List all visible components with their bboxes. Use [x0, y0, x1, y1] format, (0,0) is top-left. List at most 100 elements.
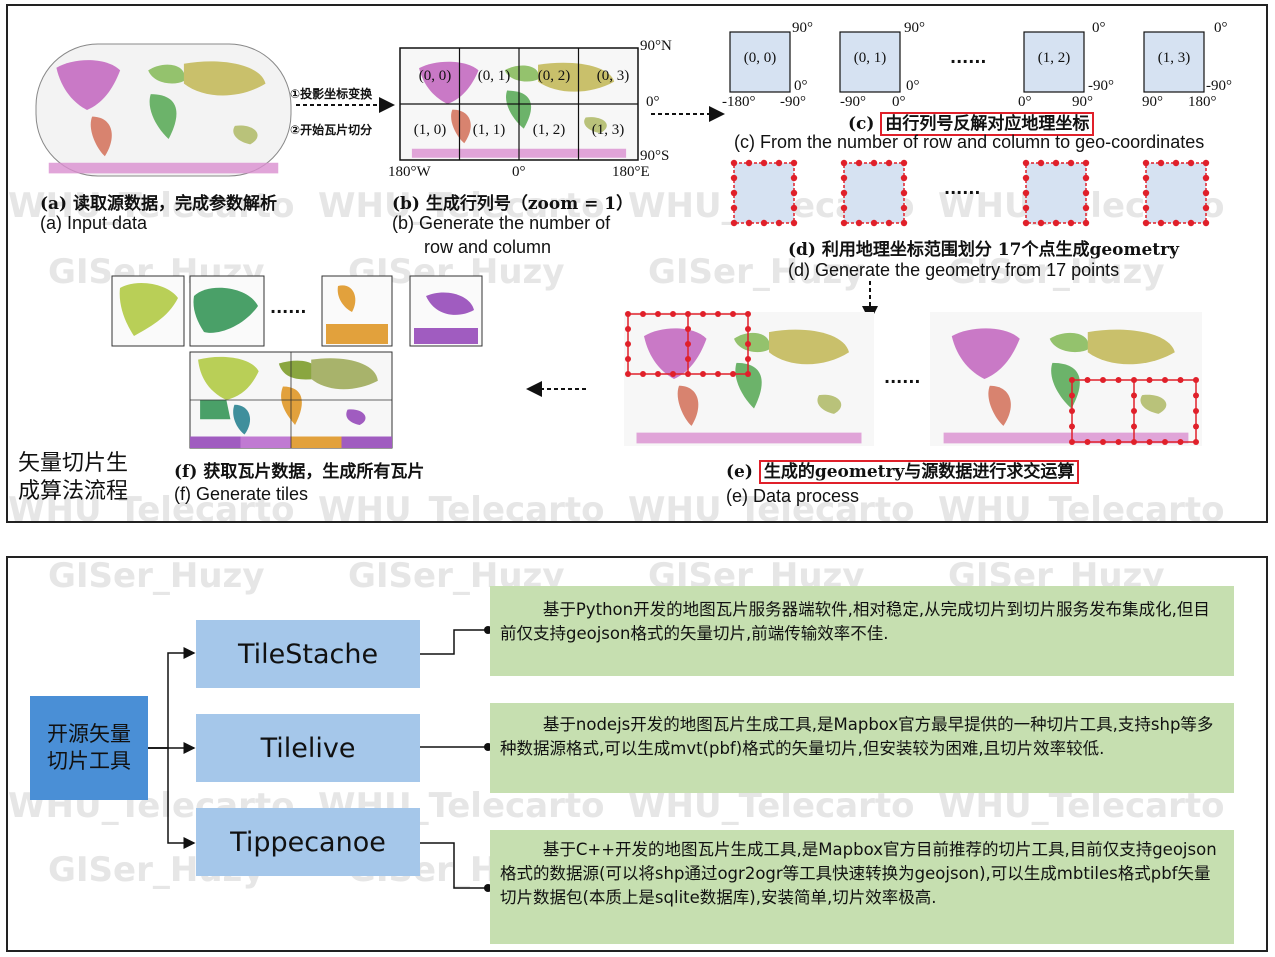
lat-label-top: 90°N: [640, 38, 672, 54]
grid-cell-label: (1, 0): [413, 122, 447, 138]
geo-tile-label: (0, 1): [853, 50, 887, 66]
step-b-en-2: row and column: [424, 237, 552, 257]
geo-tile-label: (1, 3): [1157, 50, 1191, 66]
geo-tile-label: (0, 0): [743, 50, 777, 66]
geo-tile-coord: -90°: [1088, 78, 1114, 94]
flow-title: 矢量切片生 成算法流程: [18, 450, 128, 506]
geometry-tile-4: [1146, 163, 1206, 223]
geo-tile-coord: 0°: [1092, 20, 1106, 36]
tool-description-tilelive: 基于nodejs开发的地图瓦片生成工具,是Mapbox官方最早提供的一种切片工具…: [490, 703, 1234, 793]
grid-cell-label: (0, 2): [537, 68, 571, 84]
geometry-tile-2: [844, 163, 904, 223]
step-d-cn: (d) 利用地理坐标范围划分 17个点生成geometry: [788, 240, 1179, 260]
open-source-tools-panel: GISer_Huzy GISer_Huzy GISer_Huzy GISer_H…: [6, 556, 1268, 952]
step-f-cn: (f) 获取瓦片数据，生成所有瓦片: [174, 462, 425, 482]
tool-description-text: 基于nodejs开发的地图瓦片生成工具,是Mapbox官方最早提供的一种切片工具…: [500, 715, 1214, 758]
geo-tile-label: (1, 2): [1037, 50, 1071, 66]
source-world-map: [35, 43, 292, 177]
tool-description-tilestache: 基于Python开发的地图瓦片服务器端软件,相对稳定,从完成切片到切片服务发布集…: [490, 586, 1234, 676]
geometry-tile-3: [1026, 163, 1086, 223]
geo-tile-coord: 0°: [794, 78, 808, 94]
step-a-cn: (a) 读取源数据，完成参数解析: [40, 194, 278, 214]
step-e-prefix: (e): [726, 462, 753, 482]
geo-tile-coord: -90°: [840, 94, 866, 110]
step-e-cn: (e) 生成的geometry与源数据进行求交运算: [726, 457, 1080, 484]
grid-cell-label: (1, 1): [472, 122, 506, 138]
lon-label-mid: 0°: [512, 164, 526, 180]
output-tile-4: [409, 275, 483, 347]
output-world-map: [189, 351, 393, 449]
lat-label-mid: 0°: [646, 94, 660, 110]
step-d-en: (d) Generate the geometry from 17 points: [788, 260, 1120, 280]
grid-cell-label: (0, 0): [418, 68, 452, 84]
step-c-en: (c) From the number of row and column to…: [734, 132, 1205, 152]
watermark: WHU_Telecarto: [938, 490, 1225, 523]
root-node-line-2: 切片工具: [47, 749, 131, 773]
geo-tile-1-2: [1023, 31, 1085, 93]
lon-label-left: 180°W: [388, 164, 431, 180]
tool-node-tippecanoe: Tippecanoe: [196, 808, 420, 876]
geo-tile-coord: 0°: [892, 94, 906, 110]
watermark: WHU_Telecarto: [628, 490, 915, 523]
output-tiles-ellipsis: ......: [270, 298, 307, 317]
tool-description-text: 基于C++开发的地图瓦片生成工具,是Mapbox官方目前推荐的切片工具,目前仅支…: [500, 840, 1217, 907]
geo-tile-coord: -90°: [1206, 78, 1232, 94]
arrow-ab-label-1: ①投影坐标变换: [290, 87, 373, 101]
geo-tile-0-0: [729, 31, 791, 93]
tool-node-tilelive: Tilelive: [196, 714, 420, 782]
geo-tile-coord: 90°: [904, 20, 925, 36]
step-c-prefix: (c): [848, 114, 875, 134]
grid-cell-label: (0, 1): [477, 68, 511, 84]
root-node: 开源矢量 切片工具: [30, 696, 148, 800]
geo-tile-coord: -90°: [780, 94, 806, 110]
flow-title-line-1: 矢量切片生: [18, 451, 129, 476]
geo-tile-coord: 90°: [792, 20, 813, 36]
grid-cell-label: (1, 3): [591, 122, 625, 138]
step-e-highlight: 生成的geometry与源数据进行求交运算: [758, 460, 1080, 484]
tool-node-tilestache: TileStache: [196, 620, 420, 688]
geo-tile-coord: 90°: [1072, 94, 1093, 110]
step-b-cn: (b) 生成行列号（zoom = 1）: [392, 194, 634, 214]
step-c-cn: (c) 由行列号反解对应地理坐标: [848, 109, 1095, 136]
watermark: GISer_Huzy: [948, 252, 1165, 292]
root-node-line-1: 开源矢量: [47, 722, 131, 746]
lat-label-bottom: 90°S: [640, 148, 670, 164]
geo-tile-coord: 0°: [906, 78, 920, 94]
geometry-ellipsis: ......: [944, 179, 981, 198]
watermark: WHU_Telecarto: [318, 186, 605, 226]
output-tile-3: [321, 275, 393, 347]
intersect-map-left: [624, 311, 874, 446]
tiles-ellipsis: ......: [950, 48, 987, 67]
grid-cell-label: (1, 2): [532, 122, 566, 138]
tool-description-text: 基于Python开发的地图瓦片服务器端软件,相对稳定,从完成切片到切片服务发布集…: [500, 600, 1210, 643]
output-tile-2: [189, 275, 265, 347]
tile-grid-map: [399, 47, 639, 161]
grid-cell-label: (0, 3): [596, 68, 630, 84]
watermark: WHU_Telecarto: [8, 490, 295, 523]
geo-tile-coord: 0°: [1018, 94, 1032, 110]
geo-tile-coord: -180°: [722, 94, 756, 110]
geometry-tile-1: [734, 163, 794, 223]
step-a-en: (a) Input data: [40, 213, 148, 233]
output-tile-1: [111, 275, 185, 347]
arrow-ab-label-2: ②开始瓦片切分: [290, 123, 373, 137]
step-f-en: (f) Generate tiles: [174, 484, 309, 504]
watermark: GISer_Huzy: [648, 252, 865, 292]
watermark: GISer_Huzy: [48, 556, 265, 596]
lon-label-right: 180°E: [612, 164, 650, 180]
step-c-highlight: 由行列号反解对应地理坐标: [880, 112, 1095, 136]
watermark: WHU_Telecarto: [318, 490, 605, 523]
geo-tile-coord: 90°: [1142, 94, 1163, 110]
algorithm-flow-panel: WHU_Telecarto WHU_Telecarto WHU_Telecart…: [6, 4, 1268, 523]
maps-ellipsis: ......: [884, 368, 921, 387]
geo-tile-coord: 0°: [1214, 20, 1228, 36]
step-e-en: (e) Data process: [726, 486, 860, 506]
geo-tile-coord: 180°: [1188, 94, 1217, 110]
geo-tile-1-3: [1143, 31, 1205, 93]
flow-graphics: [35, 31, 1210, 449]
flow-title-line-2: 成算法流程: [18, 479, 129, 504]
intersect-map-right: [930, 312, 1202, 446]
tool-description-tippecanoe: 基于C++开发的地图瓦片生成工具,是Mapbox官方目前推荐的切片工具,目前仅支…: [490, 830, 1234, 944]
step-b-en-1: (b) Generate the number of: [392, 213, 611, 233]
geo-tile-0-1: [839, 31, 901, 93]
